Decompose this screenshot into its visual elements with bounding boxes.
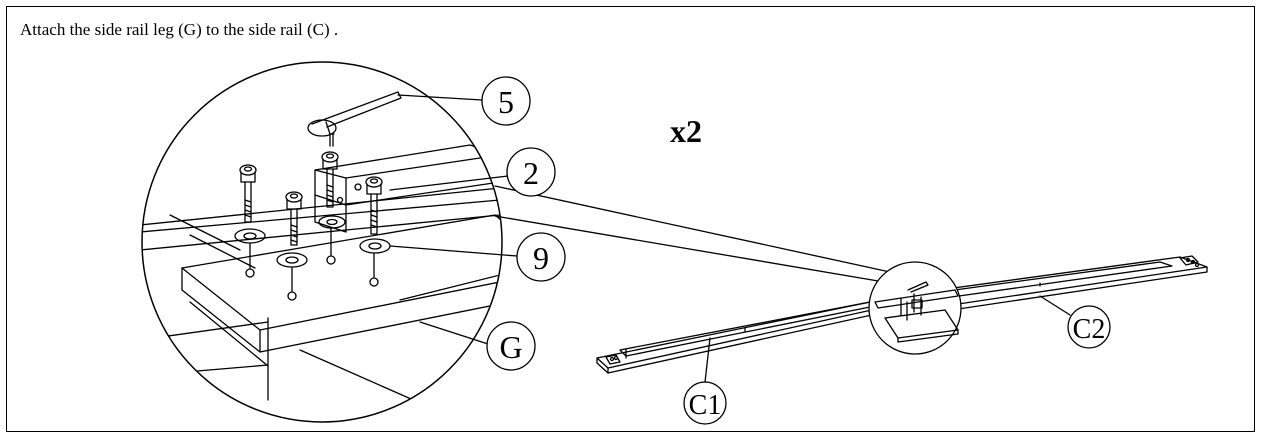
callout-rail-c2-label: C2 bbox=[1073, 314, 1106, 345]
washer-2 bbox=[276, 252, 308, 268]
callout-rail-c2: C2 bbox=[1039, 295, 1111, 349]
junction-detail bbox=[868, 261, 962, 355]
instruction-panel bbox=[6, 6, 1255, 432]
callout-leg-label: G bbox=[499, 329, 522, 365]
callout-rail-c1: C1 bbox=[683, 337, 727, 425]
callout-rail-c1-label: C1 bbox=[689, 390, 722, 421]
washer-1 bbox=[234, 228, 266, 244]
callout-washer-label: 9 bbox=[533, 240, 549, 276]
bolt-1 bbox=[239, 164, 257, 223]
washer-4 bbox=[359, 238, 391, 254]
bolt-holes bbox=[245, 228, 379, 301]
callout-bracket-label: 2 bbox=[523, 155, 539, 191]
bolt-3 bbox=[321, 151, 339, 208]
quantity-label: x2 bbox=[670, 113, 702, 149]
allen-key-icon bbox=[307, 91, 402, 147]
washer-3 bbox=[318, 215, 346, 229]
bolt-2 bbox=[285, 191, 303, 246]
callout-washer: 9 bbox=[389, 232, 566, 282]
callout-leg: G bbox=[419, 321, 536, 371]
side-rail-c1 bbox=[596, 299, 891, 374]
bolt-4 bbox=[365, 176, 383, 235]
callout-allen-key-label: 5 bbox=[498, 84, 514, 120]
instruction-text: Attach the side rail leg (G) to the side… bbox=[20, 20, 339, 39]
callout-bracket: 2 bbox=[389, 147, 556, 197]
callout-allen-key: 5 bbox=[397, 76, 531, 126]
zoom-connector-lines bbox=[494, 185, 891, 283]
